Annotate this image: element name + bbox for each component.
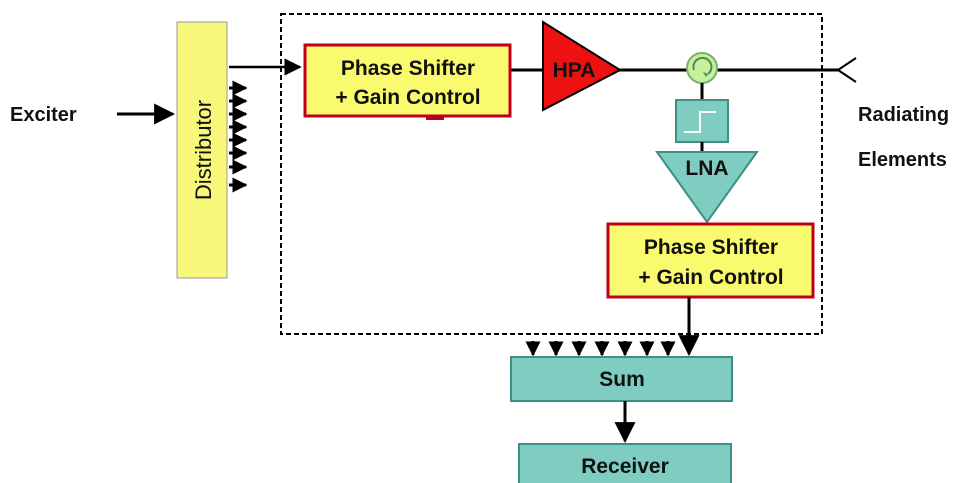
lna-label: LNA [685, 157, 728, 180]
antenna-icon [837, 57, 857, 83]
lna-amplifier [655, 151, 759, 224]
radiating-label-line2: Elements [858, 149, 947, 171]
phase-shifter-tx-block [303, 43, 512, 118]
circulator-icon [686, 52, 718, 84]
sum-label: Sum [599, 368, 645, 391]
phase-shifter-rx-block [606, 222, 815, 299]
hpa-label: HPA [553, 59, 596, 82]
receiver-label: Receiver [581, 455, 669, 478]
exciter-label: Exciter [10, 104, 77, 126]
distributor-label: Distributor [191, 100, 216, 200]
receiver-block [518, 443, 732, 483]
phase-shifter-rx-line1: Phase Shifter [644, 236, 778, 259]
phase-shifter-rx-line2: + Gain Control [638, 266, 783, 289]
limiter-switch-icon [675, 99, 729, 143]
tr-module-boundary [280, 13, 823, 335]
sum-inputs [525, 341, 676, 357]
phase-shifter-tx-line2: + Gain Control [335, 86, 480, 109]
distributor-block [176, 21, 228, 279]
distributor-outputs [229, 80, 248, 193]
sum-block [510, 356, 733, 402]
hpa-amplifier [542, 20, 623, 112]
radiating-label-line1: Radiating [858, 104, 949, 126]
phase-shifter-tx-tab [426, 116, 444, 120]
phase-shifter-tx-line1: Phase Shifter [341, 57, 475, 80]
